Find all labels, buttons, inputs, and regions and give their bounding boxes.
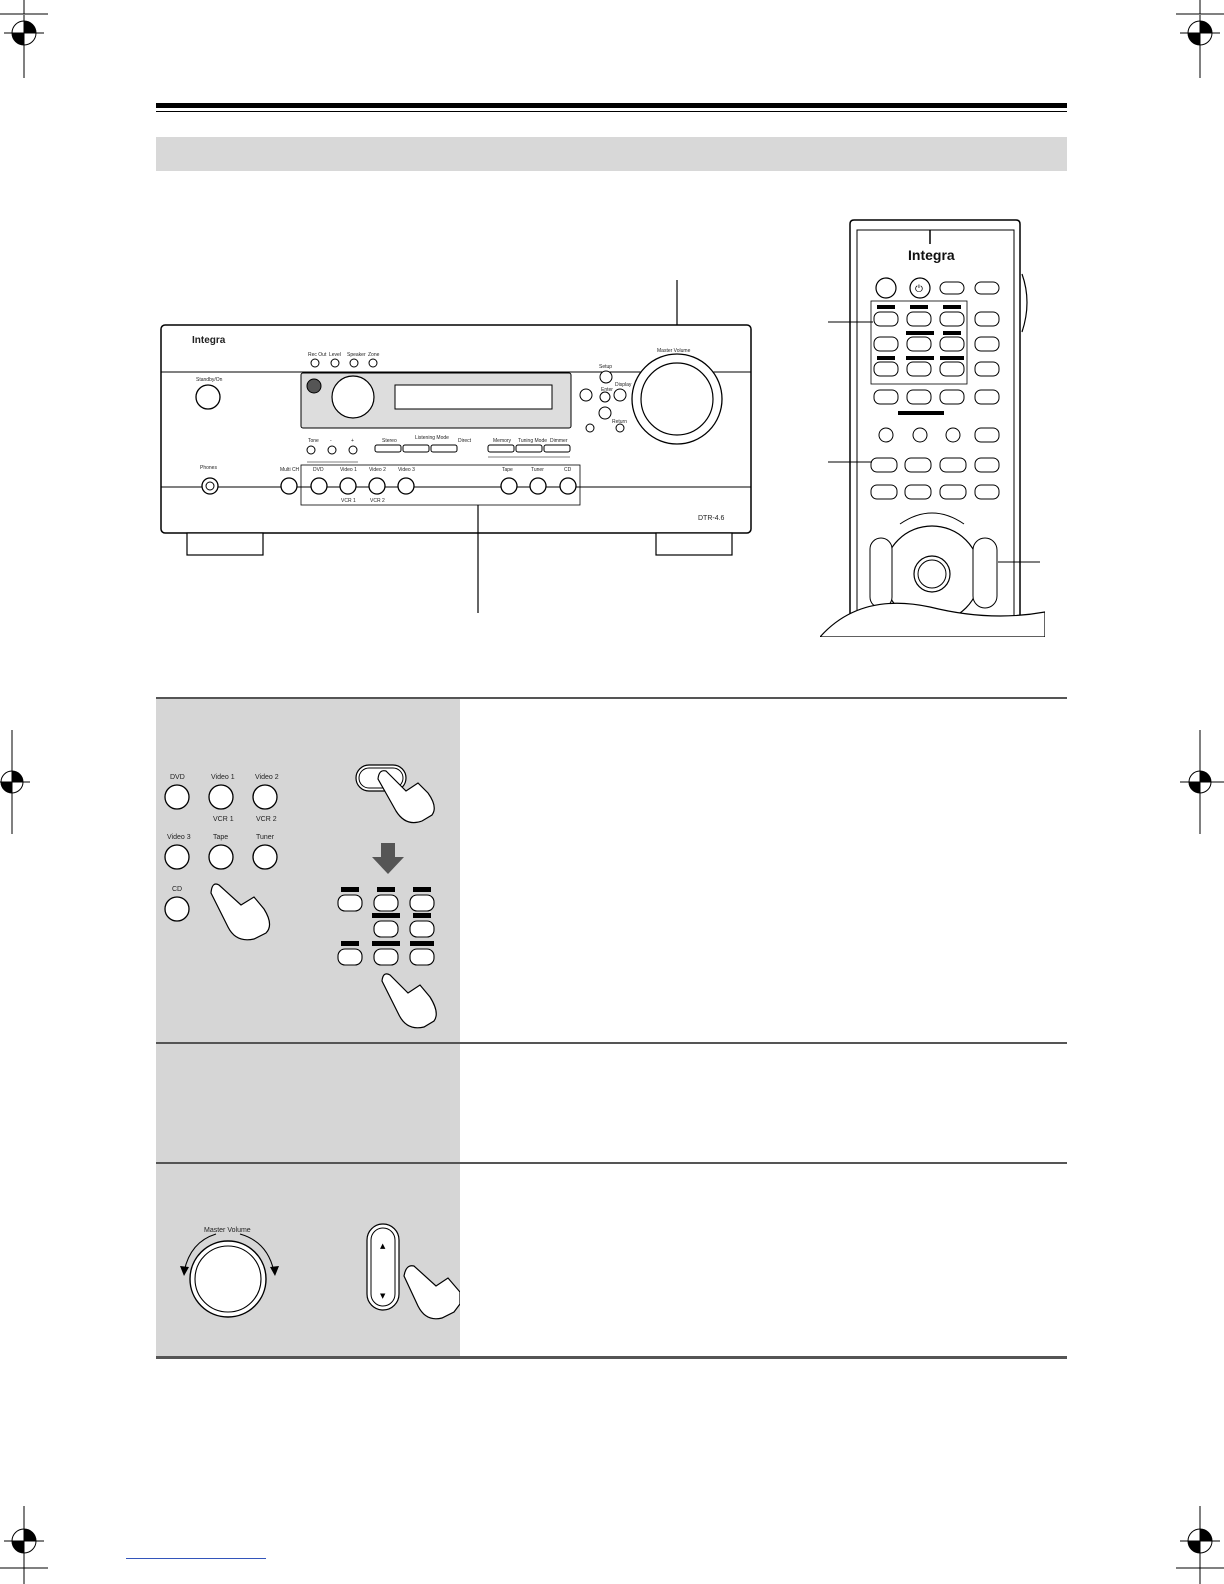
stereo-label: Stereo (382, 438, 397, 444)
step1-tuner-label: Tuner (256, 834, 275, 841)
model-label: DTR-4.6 (698, 515, 725, 522)
cd-label: CD (564, 467, 572, 473)
step-1-text (460, 699, 1067, 1042)
step-1-illustration: DVD Video 1 Video 2 VCR 1 VCR 2 Video 3 … (156, 699, 460, 1042)
remote-control: Integra ⏻ (820, 219, 1045, 637)
multi-ch-label: Multi CH (280, 467, 300, 473)
step1-dvd-label: DVD (170, 774, 185, 781)
steps-bottom-rule (156, 1356, 1067, 1359)
arrow-down-icon (372, 843, 404, 874)
rotate-right-arrow-icon (270, 1266, 279, 1276)
volume-up-icon: ▲ (380, 1242, 386, 1250)
step1-cd-label: CD (172, 886, 182, 893)
receiver-brand: Integra (192, 335, 226, 346)
dvd-label: DVD (313, 467, 324, 473)
hand-pointer-icon-3 (381, 973, 437, 1029)
steps-table: DVD Video 1 Video 2 VCR 1 VCR 2 Video 3 … (156, 697, 1067, 1359)
display-label: Display (615, 382, 632, 388)
steps-rule-2 (156, 1042, 1067, 1044)
tape-label: Tape (502, 467, 513, 473)
step-1-input-buttons: DVD Video 1 Video 2 VCR 1 VCR 2 Video 3 … (164, 764, 437, 1029)
tuning-mode-label: Tuning Mode (518, 438, 547, 444)
level-label: Level (329, 352, 341, 358)
hand-pointer-icon-4 (403, 1265, 461, 1320)
step1-video3-label: Video 3 (167, 834, 191, 841)
step-row-3: Master Volume ▲ ▼ (156, 1164, 1067, 1356)
step3-master-volume-label: Master Volume (204, 1227, 251, 1234)
step-row-1: DVD Video 1 Video 2 VCR 1 VCR 2 Video 3 … (156, 699, 1067, 1042)
step1-vcr1-label: VCR 1 (213, 816, 234, 823)
tuner-label: Tuner (531, 467, 544, 473)
step-3-volume-controls: Master Volume ▲ ▼ (180, 1223, 461, 1320)
step-3-illustration: Master Volume ▲ ▼ (156, 1164, 461, 1356)
master-volume-label: Master Volume (657, 348, 691, 354)
listening-mode-label: Listening Mode (415, 435, 449, 441)
steps-top-rule (156, 697, 1067, 699)
vcr2-label: VCR 2 (370, 498, 385, 504)
return-label: Return (612, 419, 627, 425)
step1-video1-label: Video 1 (211, 774, 235, 781)
phones-label: Phones (200, 465, 217, 471)
step-row-2 (156, 1044, 1067, 1162)
volume-down-icon: ▼ (380, 1292, 386, 1300)
header-rule-thick (156, 103, 1067, 108)
power-icon: ⏻ (915, 284, 923, 295)
video3-label: Video 3 (398, 467, 415, 473)
step1-video2-label: Video 2 (255, 774, 279, 781)
section-heading-bar (156, 137, 1067, 171)
direct-label: Direct (458, 438, 472, 444)
zone-label: Zone (368, 352, 380, 358)
rotate-left-arrow-icon (180, 1266, 189, 1276)
dimmer-label: Dimmer (550, 438, 568, 444)
receiver-front-panel: Integra Standby/On Rec Out Level Speaker… (160, 280, 752, 613)
steps-rule-3 (156, 1162, 1067, 1164)
plus-label: + (351, 438, 354, 444)
step1-tape-label: Tape (213, 834, 228, 841)
step-3-text (460, 1164, 1067, 1356)
memory-label: Memory (493, 438, 512, 444)
rec-out-label: Rec Out (308, 352, 327, 358)
step-2-text (460, 1044, 1067, 1162)
hand-pointer-icon (210, 883, 271, 941)
standby-label: Standby/On (196, 377, 223, 383)
setup-label: Setup (599, 364, 612, 370)
vcr1-label: VCR 1 (341, 498, 356, 504)
hand-pointer-icon-2 (377, 770, 435, 824)
remote-brand: Integra (908, 247, 955, 263)
video2-label: Video 2 (369, 467, 386, 473)
minus-label: - (330, 438, 332, 444)
step-2-illustration (156, 1044, 460, 1162)
speaker-label: Speaker (347, 352, 366, 358)
header-rule-thin (156, 111, 1067, 112)
enter-label: Enter (601, 387, 613, 393)
footer-link-line (126, 1558, 266, 1559)
step1-vcr2-label: VCR 2 (256, 816, 277, 823)
video1-label: Video 1 (340, 467, 357, 473)
tone-label: Tone (308, 438, 319, 444)
